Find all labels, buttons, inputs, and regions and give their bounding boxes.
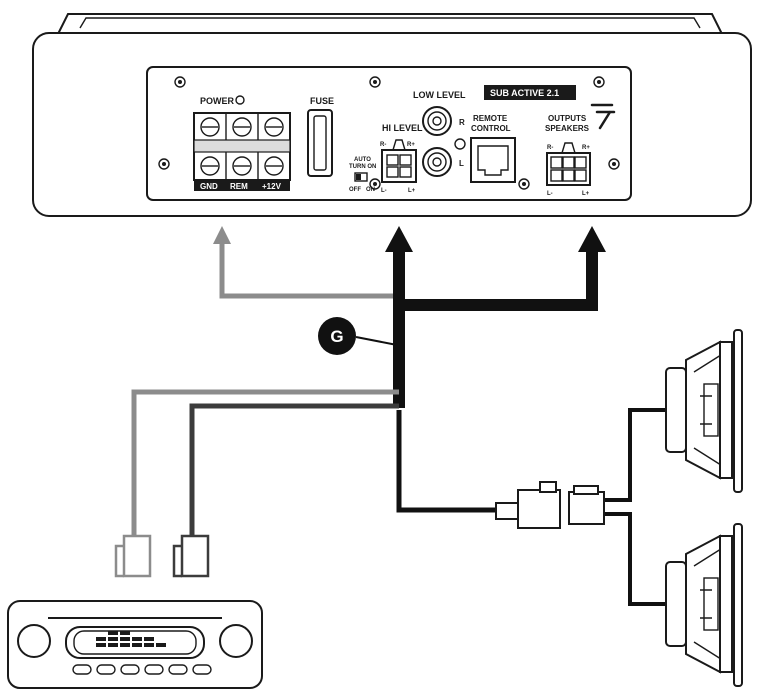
rca-left-jack: [422, 147, 452, 177]
headunit-dark-wire: [189, 403, 399, 536]
adapter-wire: [396, 410, 500, 513]
panel-screw: [608, 158, 620, 170]
panel-screw: [369, 178, 381, 190]
radio-display: [65, 626, 205, 659]
outputs-label-line1: OUTPUTS: [548, 114, 587, 123]
auto-turn-on-line2: TURN ON: [349, 164, 376, 170]
rca-right-label: R: [459, 118, 465, 127]
adapter-plug-male: [495, 481, 561, 529]
rca-right-jack: [422, 106, 452, 136]
car-radio-head-unit: [7, 600, 263, 689]
model-badge: SUB ACTIVE 2.1: [484, 85, 576, 100]
headunit-gray-wire: [131, 389, 399, 536]
adapter-plug-female: [568, 485, 605, 525]
main-black-wire: [385, 226, 413, 408]
equalizer-bars: [96, 631, 166, 647]
model-label: SUB ACTIVE 2.1: [490, 88, 559, 98]
panel-screw: [518, 178, 530, 190]
power-label: POWER: [200, 96, 235, 106]
callout-badge: [318, 317, 356, 355]
hi-pin-lminus: L-: [381, 188, 387, 194]
auto-turn-on-switch: [354, 172, 368, 182]
headunit-plug-dark: [172, 534, 210, 578]
amplifier-heatsink: [56, 13, 724, 35]
out-pin-lplus: L+: [582, 191, 590, 197]
callout-leader-line: [355, 336, 398, 346]
power-terminal-block: [193, 112, 291, 191]
auto-turn-on-line1: AUTO: [354, 157, 371, 163]
hi-pin-rplus: R+: [407, 142, 415, 148]
hi-level-label: HI LEVEL: [382, 123, 423, 133]
amplifier: POWER GND REM +12V FUSE HI LEVEL R- R+: [32, 13, 752, 217]
fuse-holder: [307, 109, 333, 177]
headunit-plug-gray: [114, 534, 152, 578]
heatsink-ridge: [79, 17, 701, 29]
hi-pin-lplus: L+: [408, 188, 416, 194]
hi-level-connector: [381, 139, 417, 183]
panel-screw: [174, 76, 186, 88]
tuning-knob: [219, 624, 253, 658]
rca-left-label: L: [459, 159, 464, 168]
hi-pin-rminus: R-: [380, 142, 386, 148]
out-pin-rminus: R-: [547, 145, 553, 151]
speaker-top: [665, 329, 743, 493]
remote-label-line1: REMOTE: [473, 114, 508, 123]
preset-buttons: [72, 664, 212, 675]
switch-off-label: OFF: [349, 187, 361, 193]
out-pin-rplus: R+: [582, 145, 590, 151]
low-level-label: LOW LEVEL: [413, 90, 466, 100]
gray-remote-wire: [213, 226, 400, 299]
switch-on-label: ON: [366, 187, 375, 193]
terminal-rem-label: REM: [230, 182, 248, 191]
outputs-label-line2: SPEAKERS: [545, 124, 590, 133]
speaker-branch-wires: [604, 408, 668, 606]
panel-screw: [158, 158, 170, 170]
volume-knob: [17, 624, 51, 658]
terminal-12v-label: +12V: [262, 182, 282, 191]
callout-label: G: [330, 327, 343, 346]
rca-ground-screw: [454, 138, 466, 150]
panel-screw: [593, 76, 605, 88]
speaker-bottom: [665, 523, 743, 687]
power-led: [235, 95, 245, 105]
panel-screw: [369, 76, 381, 88]
speaker-output-wire: [399, 226, 606, 311]
speaker-output-connector: [546, 142, 591, 186]
remote-control-port: [470, 137, 516, 183]
remote-label-line2: CONTROL: [471, 124, 511, 133]
out-pin-lminus: L-: [547, 191, 553, 197]
terminal-gnd-label: GND: [200, 182, 218, 191]
brand-logo: [590, 103, 616, 130]
fuse-label: FUSE: [310, 96, 334, 106]
